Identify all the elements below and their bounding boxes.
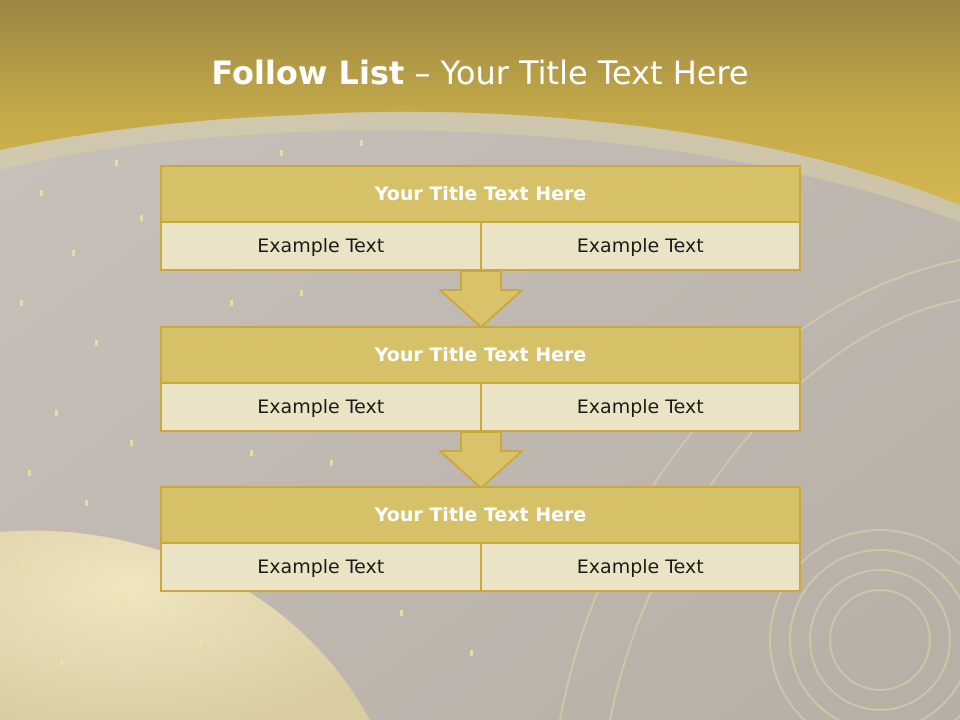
step-1-row: Example Text Example Text <box>162 223 799 269</box>
down-arrow-icon <box>439 431 523 489</box>
slide-title: Follow List – Your Title Text Here <box>0 54 960 92</box>
step-3-title: Your Title Text Here <box>162 488 799 544</box>
step-2-left-text: Example Text <box>257 396 385 418</box>
step-2-right-text: Example Text <box>479 384 800 430</box>
step-box-3: Your Title Text Here Example Text Exampl… <box>160 486 801 592</box>
step-1-left-text: Example Text <box>257 235 385 257</box>
step-2-title: Your Title Text Here <box>162 328 799 384</box>
step-2-row: Example Text Example Text <box>162 384 799 430</box>
step-1-title: Your Title Text Here <box>162 167 799 223</box>
slide-title-rest: – Your Title Text Here <box>404 54 749 92</box>
step-1-right-text: Example Text <box>479 223 800 269</box>
step-3-left-text: Example Text <box>257 556 385 578</box>
step-3-right-text: Example Text <box>479 544 800 590</box>
slide-title-bold: Follow List <box>211 54 405 92</box>
step-box-2: Your Title Text Here Example Text Exampl… <box>160 326 801 432</box>
down-arrow-icon <box>439 270 523 328</box>
step-box-1: Your Title Text Here Example Text Exampl… <box>160 165 801 271</box>
step-3-row: Example Text Example Text <box>162 544 799 590</box>
